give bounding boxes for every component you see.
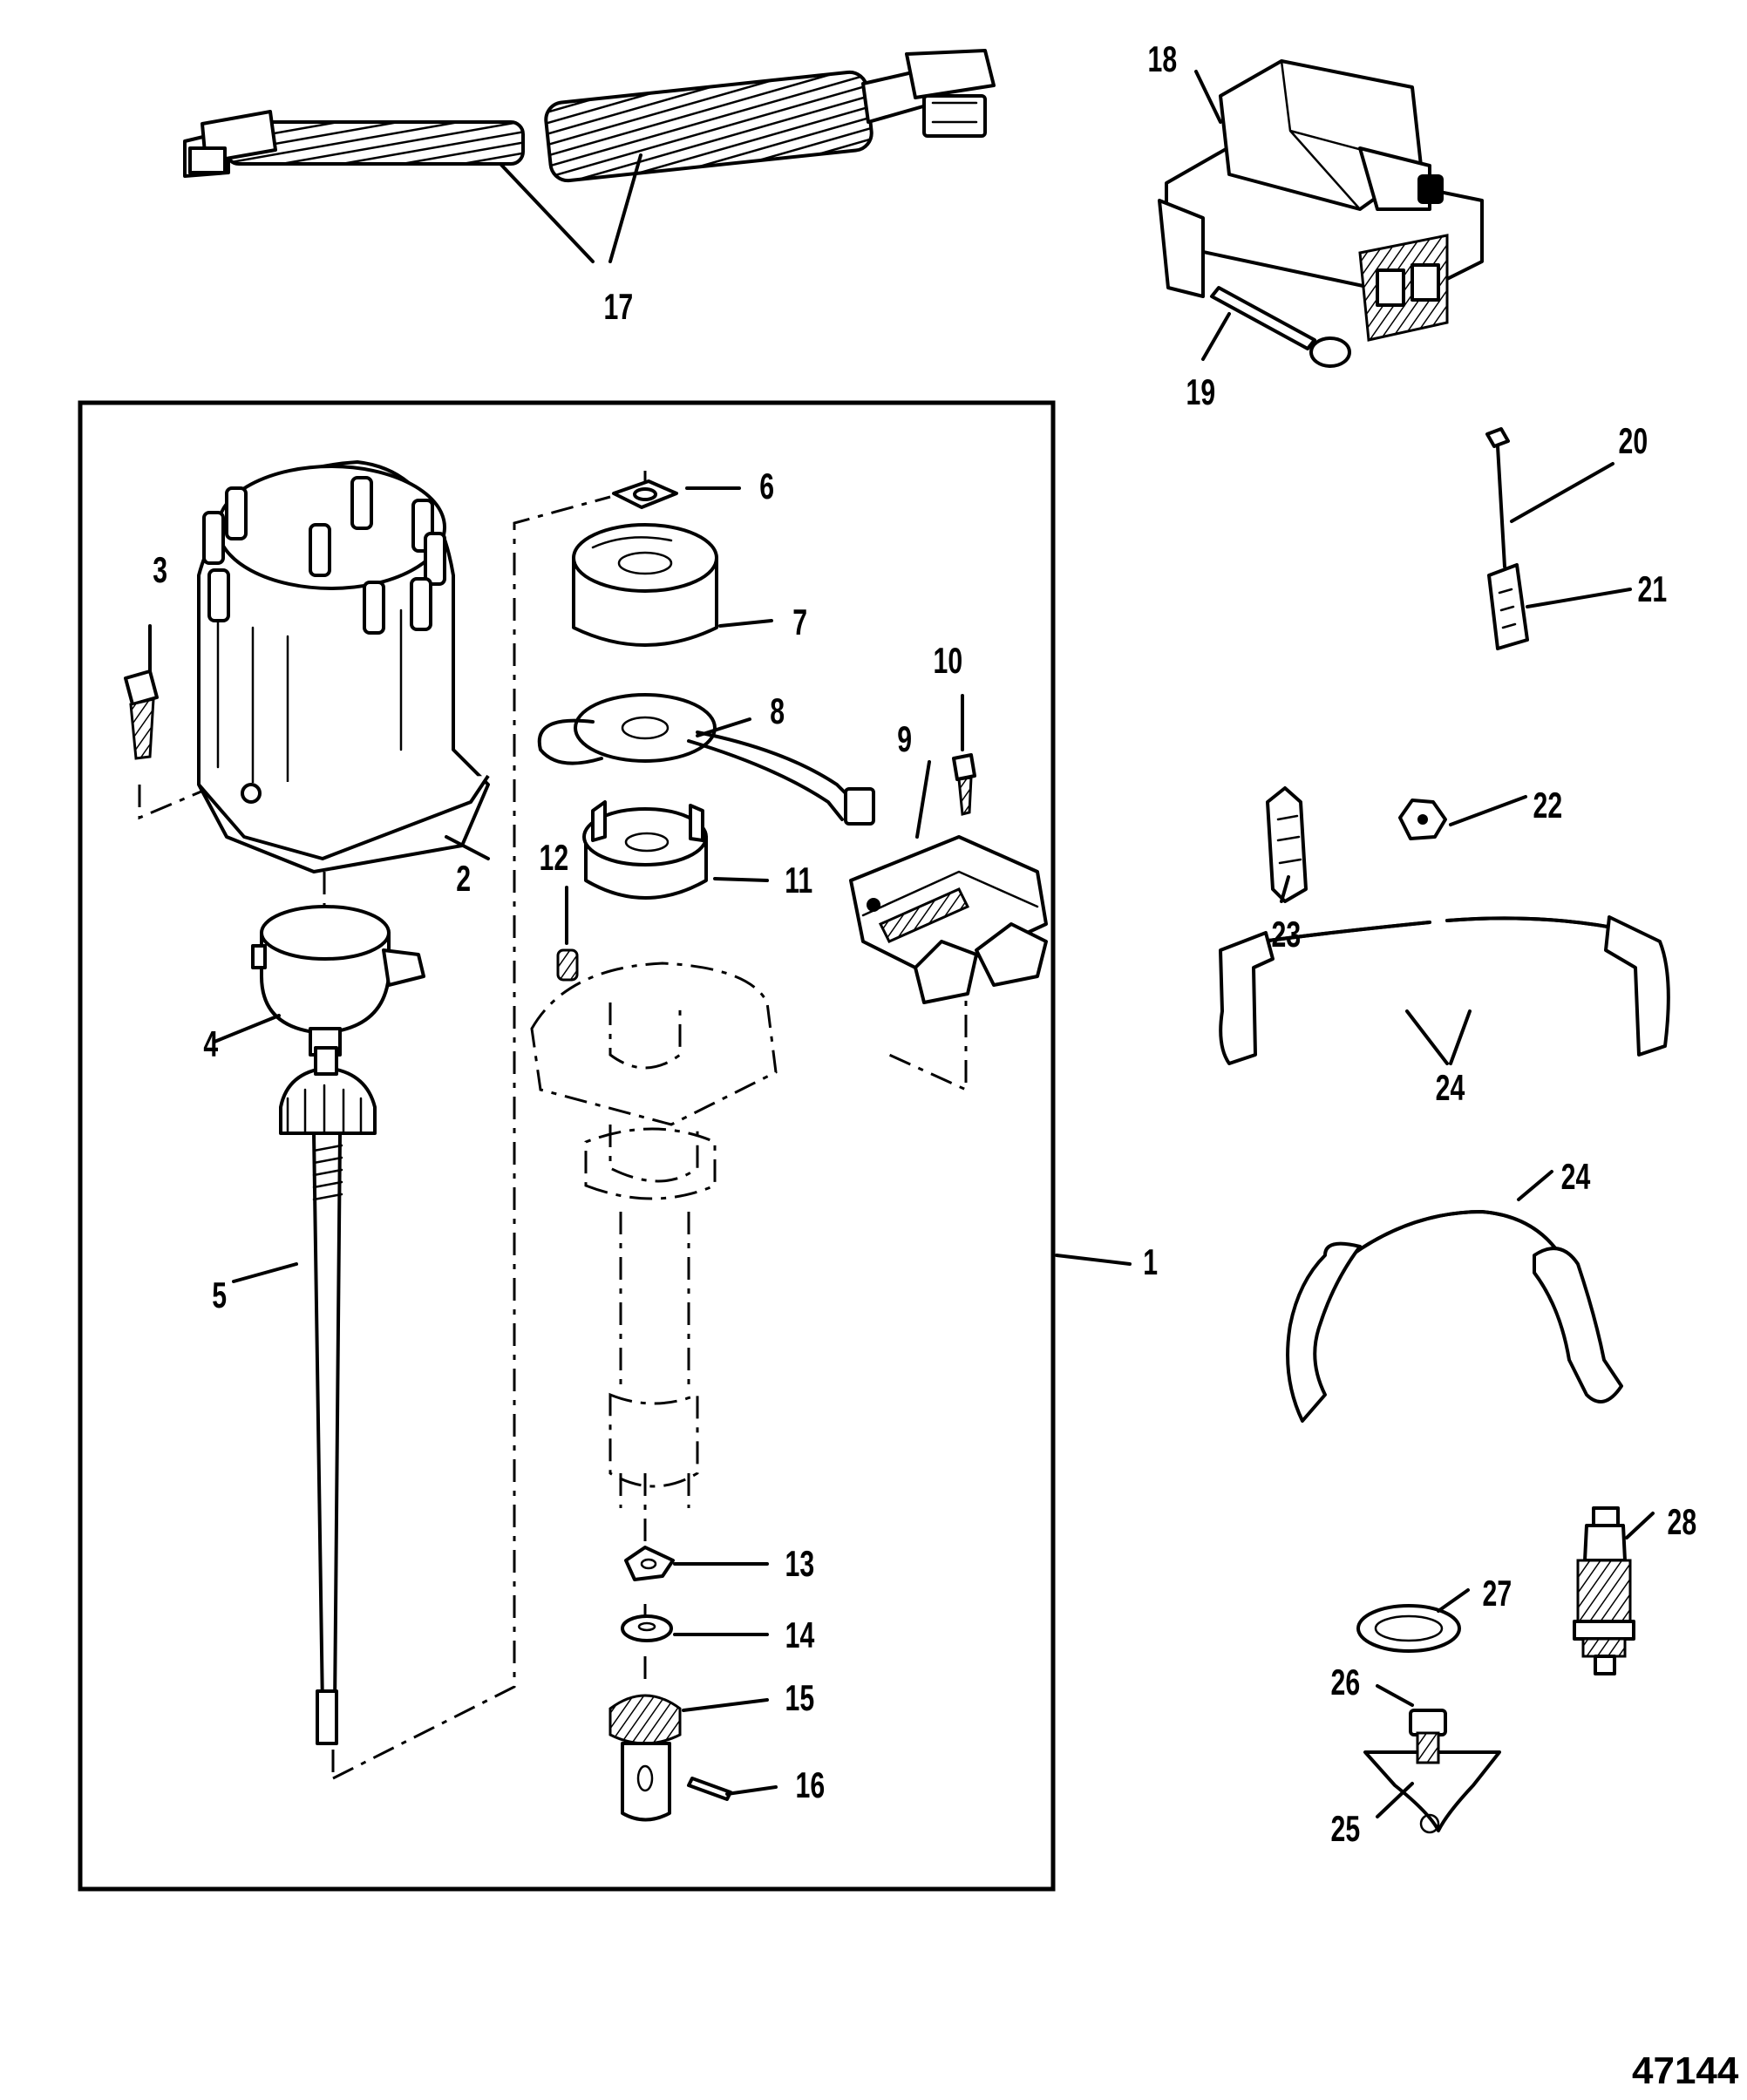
callout-19: 19	[1186, 371, 1216, 412]
callout-24-upper: 24	[1436, 1067, 1465, 1108]
callout-26: 26	[1331, 1662, 1361, 1702]
washer-part	[624, 1546, 675, 1581]
flat-washer-part	[621, 1614, 673, 1642]
callout-18: 18	[1148, 38, 1178, 79]
callout-labels: 1 2 3 4 5 6 7 8 9 10 11 12 13 14 15 16 1…	[153, 38, 1696, 1849]
spark-plug-hardware-parts	[1356, 1506, 1635, 1834]
callout-20: 20	[1619, 420, 1648, 461]
retainer-part	[582, 800, 708, 900]
callout-8: 8	[770, 690, 785, 731]
callout-7: 7	[792, 601, 807, 642]
callout-25: 25	[1331, 1808, 1361, 1849]
callout-17: 17	[604, 286, 634, 327]
callout-11: 11	[785, 860, 812, 900]
roll-pin-part	[687, 1777, 732, 1801]
callout-4: 4	[203, 1023, 218, 1064]
spark-plug-wire-part	[1219, 915, 1670, 1065]
callout-5: 5	[212, 1274, 227, 1315]
callout-1: 1	[1143, 1241, 1158, 1282]
callout-23: 23	[1272, 914, 1302, 955]
callout-21: 21	[1638, 568, 1668, 609]
ignition-coil-part	[1158, 59, 1484, 368]
callout-6: 6	[759, 466, 774, 506]
callout-12: 12	[540, 837, 569, 878]
drive-gear-part	[608, 1694, 682, 1822]
clip-parts	[1266, 786, 1447, 903]
spark-plug-wire-bent-part	[1286, 1210, 1623, 1423]
callout-3: 3	[153, 549, 167, 590]
figure-id: 47144	[1632, 2049, 1739, 2092]
callout-14: 14	[785, 1614, 815, 1655]
ignition-module-part	[849, 835, 1048, 1004]
callout-24-lower: 24	[1561, 1156, 1591, 1197]
module-screw-part	[952, 753, 976, 816]
callout-15: 15	[785, 1677, 815, 1718]
shim-part	[612, 479, 678, 509]
distributor-shaft-part	[279, 1046, 377, 1745]
callout-28: 28	[1668, 1501, 1697, 1542]
distributor-housing-part	[530, 962, 778, 1508]
leader-lines	[148, 70, 1655, 1818]
rotor-part	[251, 905, 425, 1057]
callout-27: 27	[1483, 1573, 1512, 1614]
ignition-harness-part	[183, 49, 996, 183]
pole-piece-part	[572, 523, 718, 647]
callout-9: 9	[897, 718, 912, 759]
sleeve-part	[556, 948, 579, 982]
cap-screw-part	[124, 669, 159, 760]
callout-16: 16	[796, 1764, 826, 1805]
pickup-coil-part	[537, 693, 875, 826]
callout-13: 13	[785, 1543, 815, 1584]
distributor-assembly-frame	[78, 400, 1056, 1892]
wire-and-retainer-parts	[1485, 427, 1529, 650]
distributor-cap-part	[197, 460, 490, 873]
callout-22: 22	[1533, 785, 1563, 826]
callout-2: 2	[456, 858, 471, 899]
callout-10: 10	[934, 640, 963, 681]
